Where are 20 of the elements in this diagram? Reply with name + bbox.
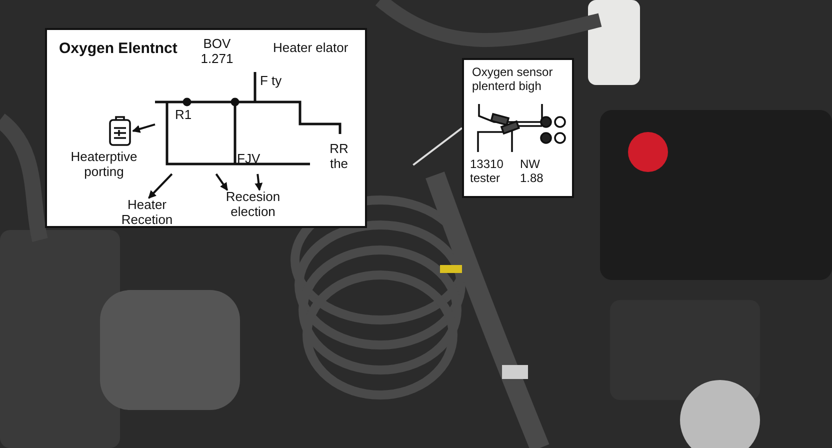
diagram-panel — [45, 28, 367, 228]
diagram-label: Heater elator — [273, 41, 350, 56]
icon-caption: Heaterptive porting — [70, 150, 138, 180]
diagram-label: NW 1.88 — [520, 158, 544, 186]
diagram-label: FJV — [237, 152, 262, 167]
diagram-panel — [462, 58, 574, 198]
diagram-label: Recesion election — [224, 190, 282, 220]
arrow — [132, 123, 156, 133]
diagram-label: Heater Recetion — [120, 198, 174, 228]
diagram-label: RR the — [328, 142, 350, 172]
diagram-label: BOV 1.271 — [200, 37, 234, 67]
panel-title: Oxygen sensor plenterd bigh — [472, 66, 554, 94]
arrow — [254, 174, 263, 191]
leader-line — [412, 127, 463, 166]
arrow — [148, 173, 173, 199]
diagram-label: R1 — [175, 108, 193, 123]
panel-title: Oxygen Elentnct — [59, 40, 178, 58]
diagram-label: F ty — [260, 74, 283, 89]
arrow — [215, 173, 228, 191]
diagram-label: 13310 tester — [470, 158, 504, 186]
